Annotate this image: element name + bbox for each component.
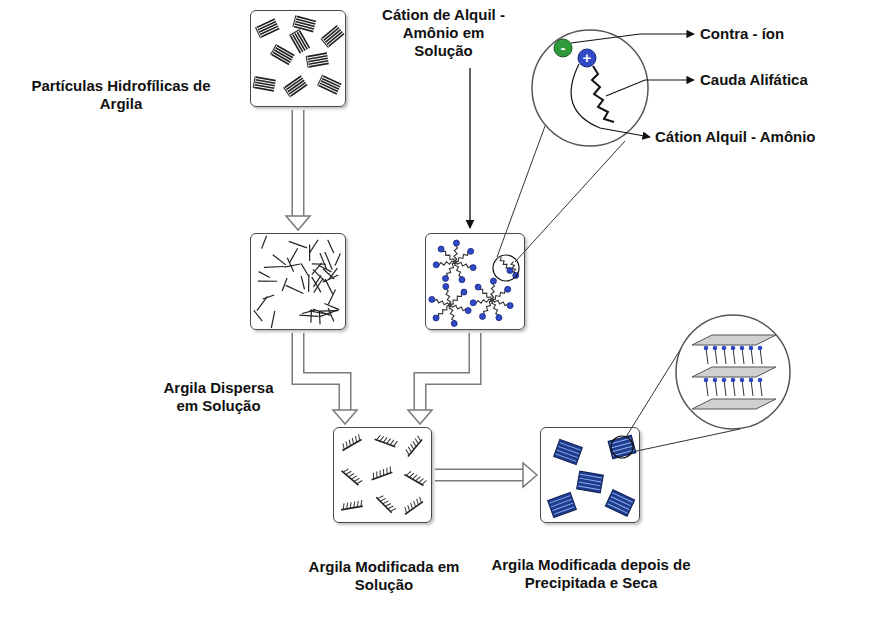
modified-platelets [339, 434, 426, 515]
arrow-head [523, 463, 537, 487]
dispersed-platelets [254, 236, 341, 328]
zoom-marker [611, 436, 633, 458]
zoom-link [515, 141, 625, 262]
arrow-shaft-inner [293, 110, 303, 217]
cation-head [578, 49, 596, 67]
arrow-shaft [292, 110, 305, 217]
process-arrow [435, 463, 537, 487]
zoom-link [632, 429, 740, 452]
panel-box: Partículas Hidrofílicas de Argila [250, 10, 346, 107]
panel-caption: Partículas Hidrofílicas de Argila [29, 77, 213, 113]
process-arrow [286, 110, 310, 230]
arrow-shaft-inner [420, 333, 475, 411]
leader-arrow [571, 64, 650, 137]
counter-ion [554, 39, 572, 57]
charge-sign: - [554, 39, 572, 57]
arrow-shaft-inner [435, 470, 524, 480]
leader-arrow [606, 80, 694, 96]
arrow-shaft [298, 333, 345, 411]
leader-arrow [469, 68, 470, 228]
callout-label: Cauda Alifática [700, 71, 808, 89]
panel-box: Argila Modificada em Solução [333, 427, 432, 523]
panel-box: Argila Modificada depois de Precipitada … [540, 427, 640, 523]
arrow-head [408, 410, 432, 424]
zoom-circle [676, 315, 790, 429]
callout-label: Cátion Alquil - Amônio [655, 128, 816, 146]
charge-sign: + [578, 49, 596, 67]
dried-stacks [548, 435, 636, 517]
process-arrow [408, 333, 475, 424]
cation-clusters [429, 240, 519, 326]
arrow-head [333, 410, 357, 424]
panel-box: Cátion de Alquil - Amônio em Solução [425, 233, 525, 330]
arrow-shaft-inner [298, 333, 345, 411]
leader-arrow [571, 34, 694, 43]
arrow-head [286, 216, 310, 230]
process-arrow [298, 333, 357, 424]
zoom-circle [532, 30, 648, 146]
panel-caption: Argila Modificada depois de Precipitada … [486, 556, 696, 592]
callout-label: Contra - íon [700, 25, 784, 43]
clay-tactoids [253, 15, 344, 97]
panel-caption: Argila Dispersa em Solução [151, 379, 286, 415]
panel-box: Argila Dispersa em Solução [250, 233, 346, 330]
panel-caption: Argila Modificada em Solução [299, 558, 469, 594]
panel-caption: Cátion de Alquil - Amônio em Solução [381, 6, 506, 60]
zoom-marker [493, 255, 519, 281]
arrow-shaft [435, 469, 524, 482]
clay-layers [692, 335, 776, 409]
arrow-shaft [420, 333, 475, 411]
